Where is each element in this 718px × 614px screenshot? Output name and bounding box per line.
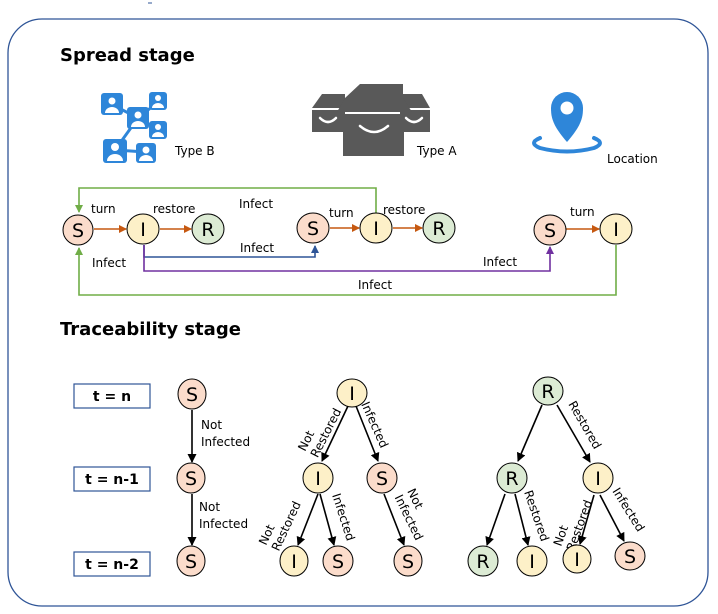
- svg-text:I: I: [291, 551, 297, 573]
- trace-node-t2-i-root: I: [336, 378, 368, 408]
- svg-text:t = n-1: t = n-1: [85, 472, 139, 488]
- edge-i1-s3-infect: [143, 245, 554, 272]
- tree3-edges: [485, 404, 625, 546]
- time-box-n-2: t = n-2: [73, 551, 151, 577]
- trace-node-t3-i-leaf1: I: [516, 545, 548, 577]
- infect-label-left: Infect: [92, 256, 126, 270]
- svg-text:R: R: [432, 218, 445, 240]
- svg-text:I: I: [529, 551, 535, 573]
- network-person-glyphs: [105, 95, 164, 161]
- spread-node-s1: S: [62, 214, 94, 246]
- trace-node-t2-i-mid: I: [302, 462, 334, 494]
- spread-node-i3: I: [599, 213, 633, 245]
- svg-text:I: I: [315, 468, 321, 490]
- svg-text:S: S: [307, 218, 319, 240]
- turn-label-1: turn: [91, 202, 116, 216]
- infect-label-top: Infect: [239, 197, 273, 211]
- trace-node-t1-s-n1: S: [176, 462, 206, 494]
- trace-node-t1-s-n2: S: [176, 545, 206, 577]
- trace-node-t3-s-leaf: S: [614, 541, 646, 571]
- infect-label-blue: Infect: [240, 241, 274, 255]
- edge-i3-s1-infect: [75, 245, 617, 296]
- svg-text:S: S: [185, 468, 197, 490]
- spread-node-r2: R: [422, 212, 456, 244]
- svg-text:S: S: [72, 220, 84, 242]
- trace-node-t3-i-leaf2: I: [562, 544, 592, 574]
- outer-frame: [7, 18, 709, 607]
- svg-text:t = n-2: t = n-2: [85, 557, 139, 573]
- svg-text:I: I: [595, 468, 601, 490]
- type-a-label: Type A: [416, 144, 457, 158]
- svg-text:S: S: [544, 220, 556, 242]
- turn-label-2: turn: [329, 206, 354, 220]
- infect-label-purple: Infect: [483, 255, 517, 269]
- time-box-n: t = n: [73, 383, 151, 409]
- svg-text:R: R: [541, 381, 554, 403]
- tree1-not-infected-2b: Infected: [199, 517, 248, 531]
- svg-text:S: S: [186, 384, 198, 406]
- location-pin-icon: [532, 92, 602, 154]
- svg-text:S: S: [402, 551, 414, 573]
- restore-label-2: restore: [383, 203, 425, 217]
- trace-node-t3-i-mid: I: [582, 462, 614, 494]
- svg-text:t = n: t = n: [93, 389, 131, 405]
- trace-node-t2-s-leaf1: S: [322, 545, 354, 577]
- edge-i2-s1-infect: [75, 187, 377, 213]
- svg-text:I: I: [349, 383, 355, 405]
- svg-text:R: R: [505, 468, 518, 490]
- svg-text:S: S: [332, 551, 344, 573]
- svg-text:I: I: [574, 549, 580, 571]
- trace-node-t1-s-n: S: [177, 378, 207, 410]
- trace-node-t2-s-mid: S: [366, 462, 398, 494]
- tree1-not-infected-1a: Not: [201, 418, 222, 432]
- tree1-not-infected-1b: Infected: [201, 435, 250, 449]
- svg-text:I: I: [140, 219, 146, 241]
- location-label: Location: [607, 152, 658, 166]
- svg-text:S: S: [185, 551, 197, 573]
- spread-node-s2: S: [296, 212, 330, 244]
- svg-text:R: R: [476, 551, 489, 573]
- trace-node-t3-r-root: R: [532, 376, 564, 406]
- trace-node-t3-r-leaf: R: [467, 545, 499, 577]
- svg-text:I: I: [613, 219, 619, 241]
- trace-node-t2-i-leaf: I: [279, 545, 309, 577]
- tree2-edges: [296, 405, 406, 546]
- turn-label-3: turn: [570, 205, 595, 219]
- traceability-stage-title: Traceability stage: [60, 319, 241, 340]
- spread-edges: [75, 187, 617, 296]
- restore-label-1: restore: [153, 202, 195, 216]
- spread-node-i2: I: [359, 212, 393, 244]
- time-box-n-1: t = n-1: [73, 466, 151, 492]
- svg-text:R: R: [201, 219, 214, 241]
- infect-label-bottom: Infect: [358, 278, 392, 292]
- spread-node-s3: S: [533, 214, 567, 246]
- svg-text:S: S: [376, 468, 388, 490]
- svg-text:I: I: [373, 218, 379, 240]
- spread-node-r1: R: [191, 213, 225, 245]
- type-b-label: Type B: [174, 144, 215, 158]
- spread-node-i1: I: [126, 213, 160, 245]
- trace-node-t2-s-leaf2: S: [393, 545, 423, 577]
- trace-node-t3-r-mid: R: [496, 462, 528, 494]
- svg-text:S: S: [624, 546, 636, 568]
- tree1-not-infected-2a: Not: [199, 500, 220, 514]
- spread-stage-title: Spread stage: [60, 45, 195, 66]
- boxes-smiles: [318, 116, 424, 134]
